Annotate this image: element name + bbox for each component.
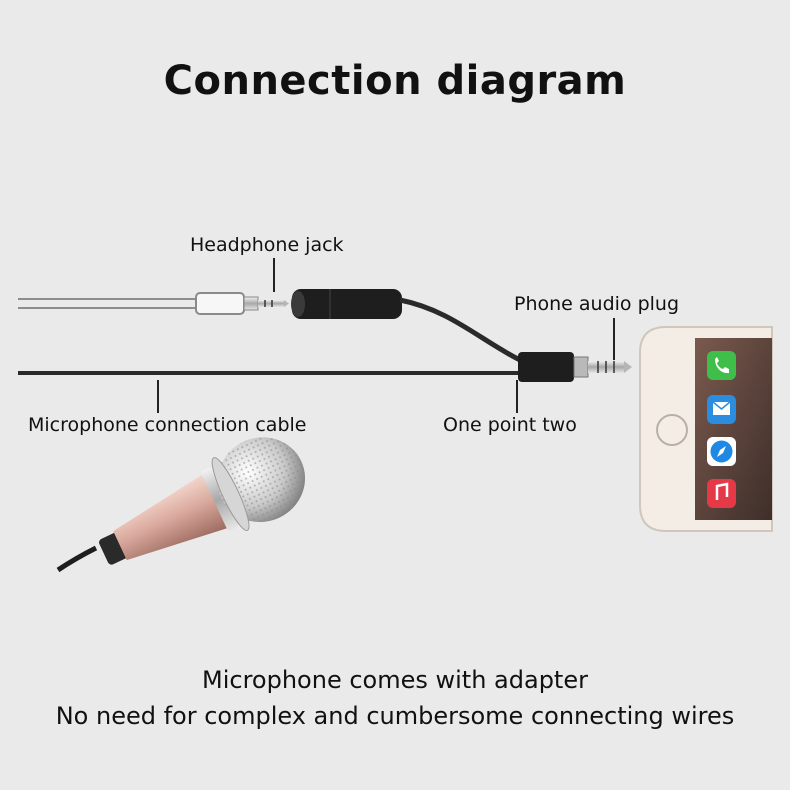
headphone-cable [18, 292, 289, 315]
adapter-cable [18, 289, 632, 382]
label-one-point-two: One point two [443, 414, 577, 436]
compass-icon [707, 437, 736, 466]
caption-line-1: Microphone comes with adapter [202, 666, 588, 694]
music-icon [707, 479, 736, 508]
caption-line-2: No need for complex and cumbersome conne… [55, 702, 735, 730]
microphone [56, 437, 306, 573]
mail-icon [707, 395, 736, 424]
label-phone-audio-plug: Phone audio plug [514, 293, 680, 315]
label-microphone-cable: Microphone connection cable [28, 414, 307, 436]
label-headphone-jack: Headphone jack [190, 234, 344, 256]
phone [639, 326, 773, 532]
phone-icon [707, 351, 736, 380]
page-title: Connection diagram [163, 58, 627, 104]
